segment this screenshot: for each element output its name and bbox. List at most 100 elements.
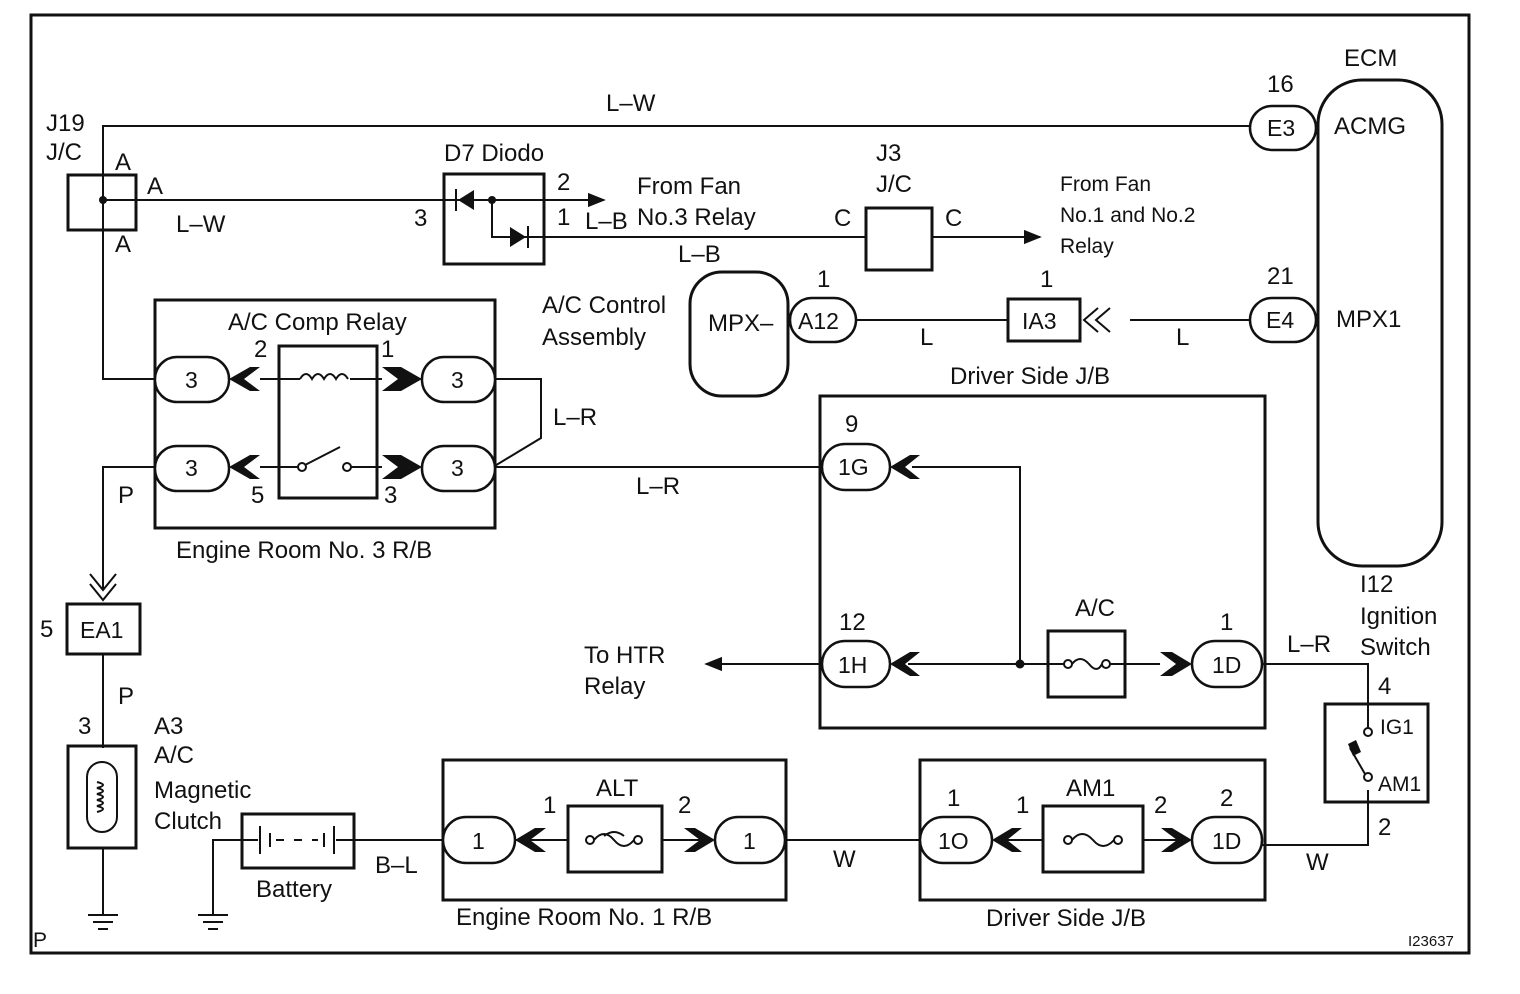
diagram-frame <box>29 13 1471 955</box>
fusible-link-am1-icon <box>1063 833 1123 847</box>
wire-lr-3: L–R <box>1287 631 1331 658</box>
ia3-chevron-icon <box>1082 307 1099 333</box>
dsjb-bottom-box <box>918 758 1267 902</box>
ig1-label: IG1 <box>1380 716 1414 739</box>
er3-label: Engine Room No. 3 R/B <box>176 537 432 564</box>
wire-lb-1: L–B <box>585 208 628 235</box>
ia3-chevron-icon <box>1094 307 1111 333</box>
a3-line2: A/C <box>154 742 194 769</box>
from-fan12-line1: From Fan <box>1060 173 1151 196</box>
relay-conn-1 <box>420 355 497 404</box>
ea1-connector <box>65 602 142 656</box>
am1-fuse-box <box>1041 804 1145 874</box>
d7-pin3: 3 <box>414 205 427 232</box>
am1-pin2b: 2 <box>1220 785 1233 812</box>
dsjb-top-box <box>818 394 1267 730</box>
a3-line3: Magnetic <box>154 777 251 804</box>
chevron-icon <box>890 652 920 676</box>
relay-conn-1-label: 3 <box>451 367 464 393</box>
chevron-icon <box>890 455 920 479</box>
wire-lw-top: L–W <box>606 90 656 117</box>
alt-pin1: 1 <box>543 792 556 819</box>
d7-pin2: 2 <box>557 169 570 196</box>
j19-pin-a3: A <box>115 231 131 258</box>
pin-16: 16 <box>1267 71 1294 98</box>
magnetic-clutch-icon <box>86 761 118 833</box>
chevron-icon <box>382 455 422 479</box>
wire-lb-2: L–B <box>678 241 721 268</box>
j3-label: J3 <box>876 140 901 167</box>
j3-pin-c1: C <box>834 205 851 232</box>
connectors <box>153 104 1318 865</box>
battery-icon <box>242 826 354 854</box>
dsjb-top-label: Driver Side J/B <box>950 363 1110 390</box>
ia3-pin: 1 <box>1040 266 1053 293</box>
to-htr-line2: Relay <box>584 673 645 700</box>
ignition-box <box>1323 702 1430 804</box>
relay-switch-icon <box>297 446 352 472</box>
am1-switch-label: AM1 <box>1378 773 1421 796</box>
c1g-label: 1G <box>838 454 869 480</box>
j3-box <box>864 206 934 272</box>
j19-pin-a1: A <box>115 149 131 176</box>
alt-right-conn-label: 1 <box>743 828 756 854</box>
wire-lr-1: L–R <box>553 404 597 431</box>
wire-lr-2: L–R <box>636 473 680 500</box>
a12-label: A12 <box>798 308 839 334</box>
corner-p-label: P <box>33 929 47 952</box>
j19-jc-label: J/C <box>46 139 82 166</box>
c1d-top-pin: 1 <box>1220 609 1233 636</box>
fuse-ac-label: A/C <box>1075 595 1115 622</box>
c1o-label: 1O <box>938 828 969 854</box>
a3-line4: Clutch <box>154 808 222 835</box>
c1g-pin: 9 <box>845 411 858 438</box>
ignition-line1: Ignition <box>1360 603 1437 630</box>
relay-conn-3 <box>420 444 497 493</box>
relay-inner-box <box>277 344 379 500</box>
acmg-label: ACMG <box>1334 113 1406 140</box>
wire-w-1: W <box>833 846 856 873</box>
alt-fuse-box <box>566 804 664 874</box>
chevron-icon <box>229 367 260 391</box>
chevron-icon <box>684 828 715 852</box>
relay-pin3: 3 <box>384 482 397 509</box>
fuse-icon <box>1048 658 1125 670</box>
dsjb-bottom-label: Driver Side J/B <box>986 905 1146 932</box>
terminal-chevrons <box>229 367 1192 852</box>
wire-l-1: L <box>920 324 933 351</box>
ignition-pin2: 2 <box>1378 814 1391 841</box>
clutch-box <box>66 744 138 850</box>
j3-pin-c2: C <box>945 205 962 232</box>
relay-pin2: 2 <box>254 336 267 363</box>
ignition-line2: Switch <box>1360 634 1431 661</box>
ea1-label: EA1 <box>80 617 123 643</box>
d7-pin1: 1 <box>557 204 570 231</box>
j19-box <box>66 173 138 232</box>
d7-diode-box <box>442 172 546 266</box>
ac-control-line1: A/C Control <box>542 292 666 319</box>
d7-title: D7 Diodo <box>444 140 544 167</box>
alt-pin2: 2 <box>678 792 691 819</box>
battery-label: Battery <box>256 876 332 903</box>
wires <box>88 125 1369 930</box>
relay-conn-2-label: 3 <box>185 367 198 393</box>
a12-pin: 1 <box>817 266 830 293</box>
am1-pin1b: 1 <box>1016 792 1029 819</box>
alt-label: ALT <box>596 775 639 802</box>
mpx1-label: MPX1 <box>1336 306 1401 333</box>
from-fan12-line2: No.1 and No.2 <box>1060 204 1195 227</box>
alt-left-conn-label: 1 <box>472 828 485 854</box>
from-fan3-line2: No.3 Relay <box>637 204 756 231</box>
figure-code: I23637 <box>1408 933 1454 950</box>
wire-lw-left: L–W <box>176 211 226 238</box>
relay-conn-5 <box>153 444 231 493</box>
er1-label: Engine Room No. 1 R/B <box>456 904 712 931</box>
am1-pin2a: 2 <box>1154 792 1167 819</box>
chevron-icon <box>1161 828 1192 852</box>
from-fan3-line1: From Fan <box>637 173 741 200</box>
ac-control-line2: Assembly <box>542 324 646 351</box>
ea1-pin: 5 <box>40 616 53 643</box>
chevron-icon <box>992 828 1022 852</box>
pin-21: 21 <box>1267 263 1294 290</box>
